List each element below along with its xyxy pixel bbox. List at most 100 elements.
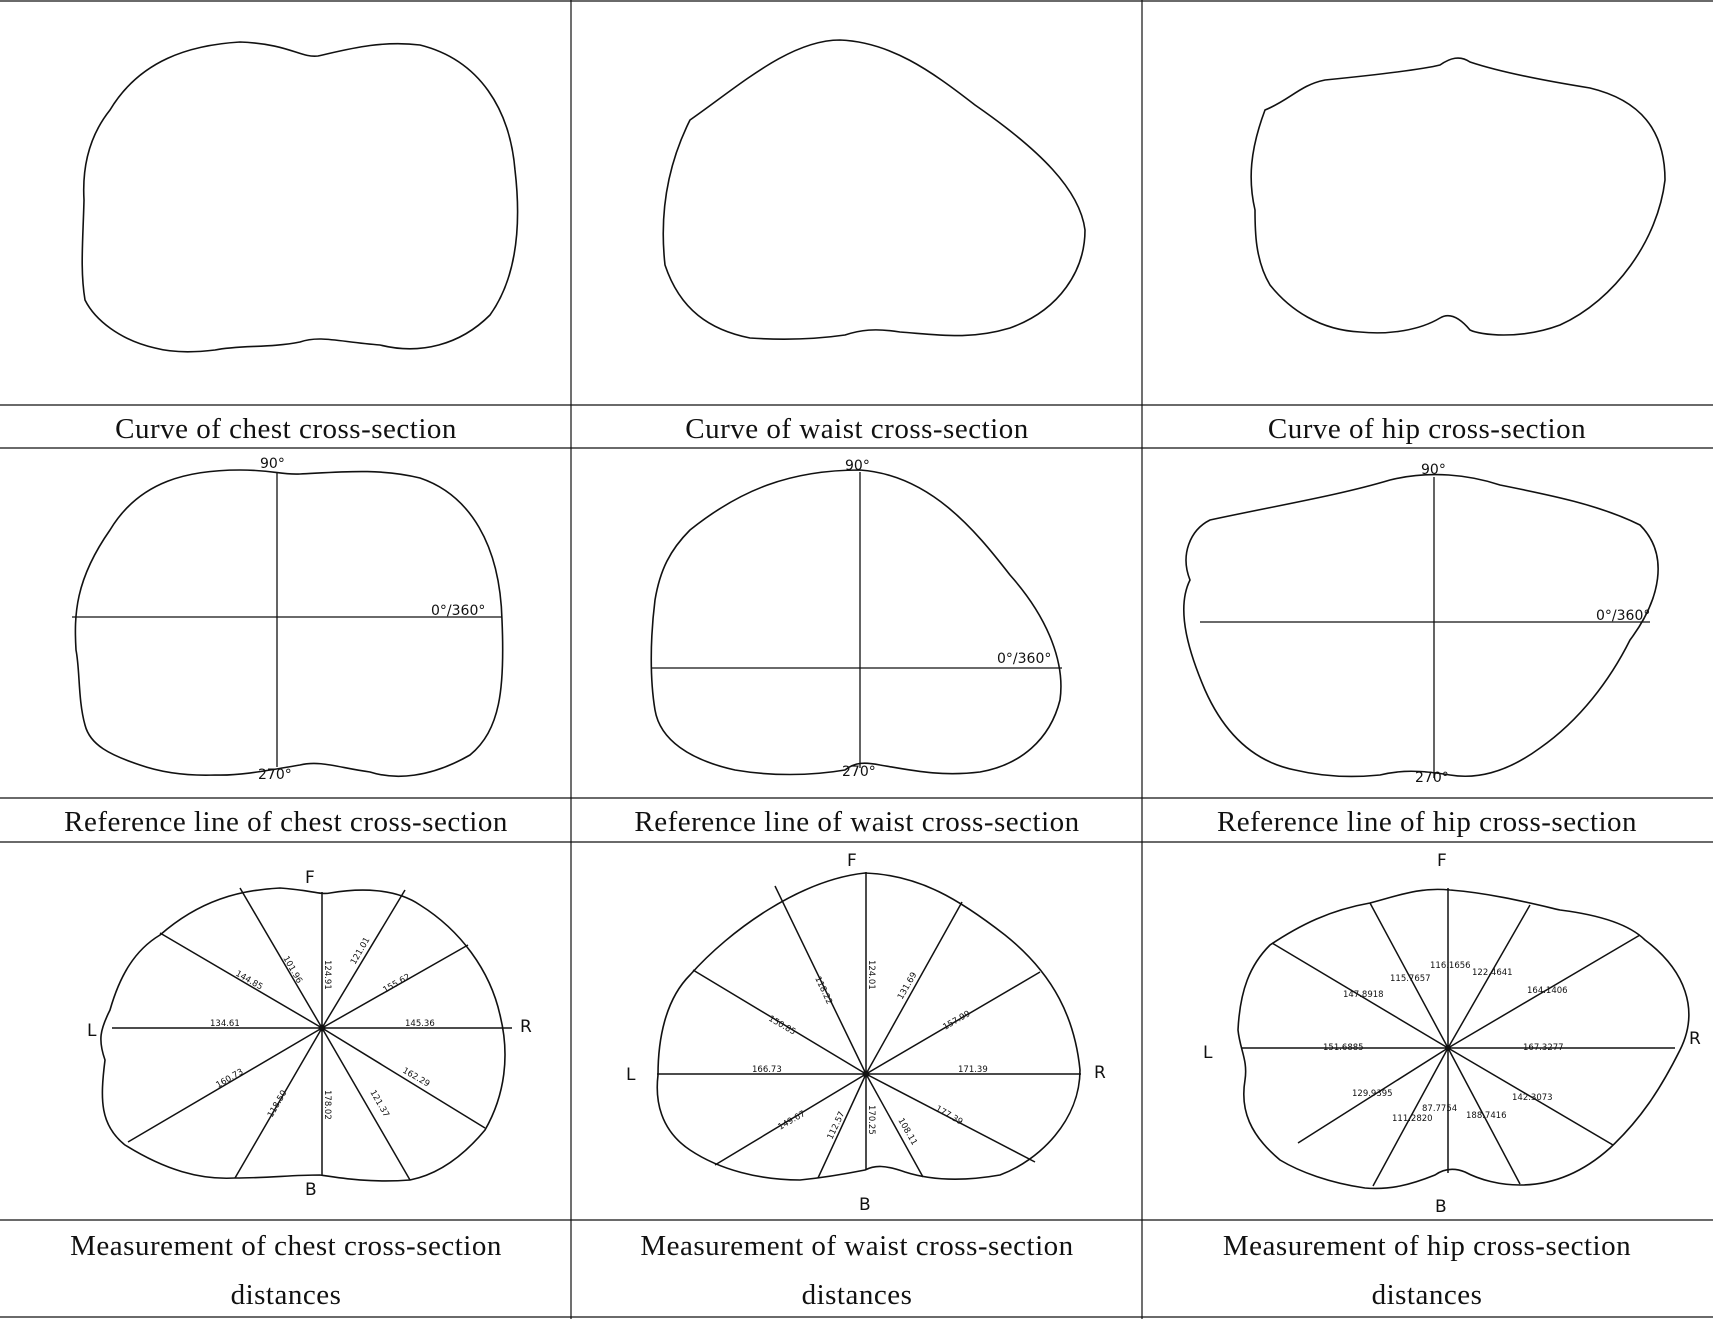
spoke-line [865, 1073, 1036, 1163]
left-label: L [626, 1065, 636, 1085]
angle-90-label: 90° [845, 458, 870, 474]
value-label: 121.37 [367, 1089, 391, 1120]
spoke-line [1369, 902, 1449, 1049]
waist-ref-outline [650, 469, 1062, 776]
value-label: 112.57 [826, 1110, 848, 1141]
value-label: 178.02 [322, 1090, 332, 1120]
value-label: 160.73 [215, 1067, 246, 1091]
value-label: 157.99 [942, 1009, 973, 1033]
angle-0-label: 0°/360° [1596, 608, 1650, 624]
front-label: F [1437, 851, 1447, 871]
caption-chest-curve: Curve of chest cross-section [115, 413, 457, 445]
caption-chest-measurement-line2: distances [231, 1279, 342, 1311]
value-label: 164.1406 [1527, 986, 1568, 996]
spoke-line [127, 1027, 323, 1143]
chest-outline [81, 41, 519, 353]
left-label: L [1203, 1043, 1213, 1063]
value-label: 124.91 [322, 960, 332, 990]
front-label: F [305, 868, 315, 888]
chest-reference-panel: 90° 0°/360° 270° [72, 456, 504, 783]
waist-reference-panel: 90° 0°/360° 270° [650, 458, 1062, 780]
value-label: 131.69 [896, 971, 920, 1002]
spoke-line [1447, 934, 1641, 1049]
spoke-line [714, 1073, 867, 1166]
value-label: 188.7416 [1466, 1111, 1507, 1121]
spoke-line [865, 971, 1041, 1075]
spoke-line [1372, 1047, 1449, 1187]
angle-270-label: 270° [1415, 770, 1449, 786]
caption-waist-reference: Reference line of waist cross-section [634, 806, 1079, 838]
value-label: 87.7754 [1422, 1104, 1457, 1114]
caption-waist-measurement-line2: distances [802, 1279, 913, 1311]
value-label: 149.67 [777, 1109, 808, 1133]
center-point [1445, 1045, 1451, 1051]
caption-hip-measurement-line1: Measurement of hip cross-section [1223, 1230, 1631, 1262]
left-label: L [87, 1021, 97, 1041]
value-label: 116.1656 [1430, 961, 1471, 971]
caption-hip-reference: Reference line of hip cross-section [1217, 806, 1637, 838]
value-label: 124.01 [866, 960, 876, 990]
value-label: 142.3073 [1512, 1093, 1553, 1103]
value-label: 122.4641 [1472, 968, 1513, 978]
caption-hip-curve: Curve of hip cross-section [1268, 413, 1586, 445]
value-label: 177.39 [934, 1104, 965, 1128]
hip-reference-panel: 90° 0°/360° 270° [1183, 462, 1659, 786]
waist-measurement-panel: 124.01 118.22 131.69 150.85 157.99 166.7… [626, 851, 1106, 1215]
value-label: 134.61 [210, 1019, 240, 1029]
angle-270-label: 270° [258, 767, 292, 783]
caption-waist-measurement-line1: Measurement of waist cross-section [640, 1230, 1073, 1262]
caption-chest-reference: Reference line of chest cross-section [64, 806, 508, 838]
back-label: B [305, 1180, 317, 1200]
value-label: 151.6885 [1323, 1043, 1364, 1053]
caption-chest-measurement-line1: Measurement of chest cross-section [70, 1230, 502, 1262]
value-label: 147.8918 [1343, 990, 1384, 1000]
value-label: 145.36 [405, 1019, 435, 1029]
spoke-line [1297, 1047, 1449, 1144]
angle-0-label: 0°/360° [997, 651, 1051, 667]
chest-measurement-panel: 124.91 101.96 121.01 144.85 155.62 134.6… [87, 868, 532, 1200]
spoke-line [865, 1073, 924, 1178]
back-label: B [859, 1195, 871, 1215]
spoke-line [159, 932, 323, 1029]
right-label: R [1094, 1063, 1106, 1083]
spoke-line [321, 1027, 411, 1181]
value-label: 118.22 [812, 975, 834, 1006]
spoke-line [321, 1027, 486, 1129]
value-label: 150.85 [767, 1014, 798, 1038]
angle-270-label: 270° [842, 764, 876, 780]
waist-spokes [657, 872, 1081, 1179]
waist-outline [662, 39, 1086, 341]
spoke-line [321, 944, 469, 1029]
value-label: 111.2820 [1392, 1114, 1433, 1124]
center-point [318, 1024, 326, 1032]
angle-0-label: 0°/360° [431, 603, 485, 619]
back-label: B [1435, 1197, 1447, 1217]
spoke-line [692, 969, 867, 1075]
angle-90-label: 90° [260, 456, 285, 472]
value-label: 167.3277 [1523, 1043, 1564, 1053]
caption-waist-curve: Curve of waist cross-section [685, 413, 1028, 445]
chest-spokes [112, 887, 512, 1181]
spoke-line [1271, 942, 1449, 1049]
hip-curve-panel [1250, 57, 1666, 336]
caption-hip-measurement-line2: distances [1372, 1279, 1483, 1311]
spoke-line [234, 1027, 323, 1179]
value-label: 155.62 [382, 972, 413, 996]
captions: Curve of chest cross-section Curve of wa… [64, 413, 1637, 1311]
spoke-line [321, 889, 406, 1029]
spoke-line [1447, 1047, 1521, 1185]
hip-meas-outline [1237, 888, 1690, 1190]
front-label: F [847, 851, 857, 871]
center-point [862, 1070, 870, 1078]
right-label: R [1689, 1029, 1701, 1049]
value-label: 118.50 [266, 1089, 290, 1120]
waist-meas-outline [656, 872, 1081, 1181]
chest-ref-outline [74, 469, 504, 778]
angle-90-label: 90° [1421, 462, 1446, 478]
chest-meas-outline [100, 887, 506, 1182]
value-label: 129.9395 [1352, 1089, 1393, 1099]
right-label: R [520, 1017, 532, 1037]
